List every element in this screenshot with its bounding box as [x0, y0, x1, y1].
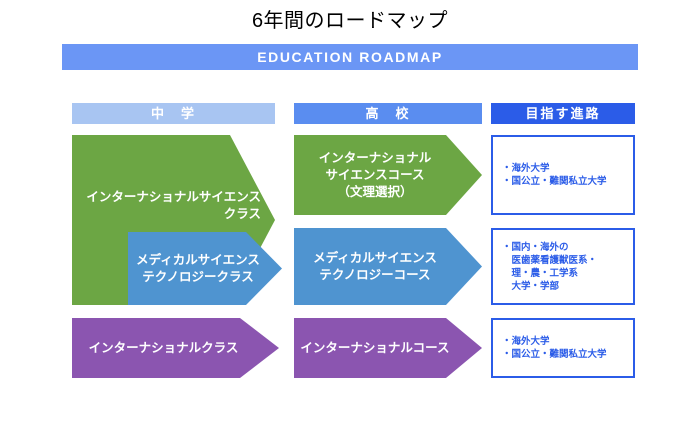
pathway-box-international-science[interactable]: ・海外大学 ・国公立・難関私立大学: [491, 135, 635, 215]
pathway-box-international[interactable]: ・海外大学 ・国公立・難関私立大学: [491, 318, 635, 378]
pathway-label-international: ・海外大学 ・国公立・難関私立大学: [502, 336, 607, 360]
subtitle-banner-text: EDUCATION ROADMAP: [257, 49, 443, 65]
high-school-chevron-medical-science-technology[interactable]: メディカルサイエンス テクノロジーコース: [294, 228, 482, 305]
column-header-high-school: 高 校: [294, 103, 482, 124]
junior-high-label-medical-science-technology: メディカルサイエンス テクノロジークラス: [136, 252, 260, 284]
junior-high-chevron-international[interactable]: インターナショナルクラス: [72, 318, 279, 378]
junior-high-label-international-science: インターナショナルサイエンス クラス: [86, 190, 261, 221]
junior-high-chevron-medical-science-technology[interactable]: メディカルサイエンス テクノロジークラス: [128, 232, 282, 305]
high-school-label-international: インターナショナルコース: [300, 340, 450, 355]
junior-high-label-international: インターナショナルクラス: [88, 340, 239, 355]
pathway-box-medical-science-technology[interactable]: ・国内・海外の 医歯薬看護獣医系・ 理・農・工学系 大学・学部: [491, 228, 635, 305]
column-header-junior-high: 中 学: [72, 103, 275, 124]
subtitle-banner: EDUCATION ROADMAP: [62, 44, 638, 70]
pathway-label-medical-science-technology: ・国内・海外の 医歯薬看護獣医系・ 理・農・工学系 大学・学部: [502, 241, 598, 292]
high-school-label-international-science: インターナショナル サイエンスコース （文理選択）: [318, 150, 432, 199]
high-school-chevron-international-science[interactable]: インターナショナル サイエンスコース （文理選択）: [294, 135, 482, 215]
pathway-label-international-science: ・海外大学 ・国公立・難関私立大学: [502, 163, 607, 187]
column-header-pathway: 目指す進路: [491, 103, 635, 124]
high-school-chevron-international[interactable]: インターナショナルコース: [294, 318, 482, 378]
high-school-label-medical-science-technology: メディカルサイエンス テクノロジーコース: [313, 250, 437, 282]
page-title: 6年間のロードマップ: [251, 10, 449, 32]
